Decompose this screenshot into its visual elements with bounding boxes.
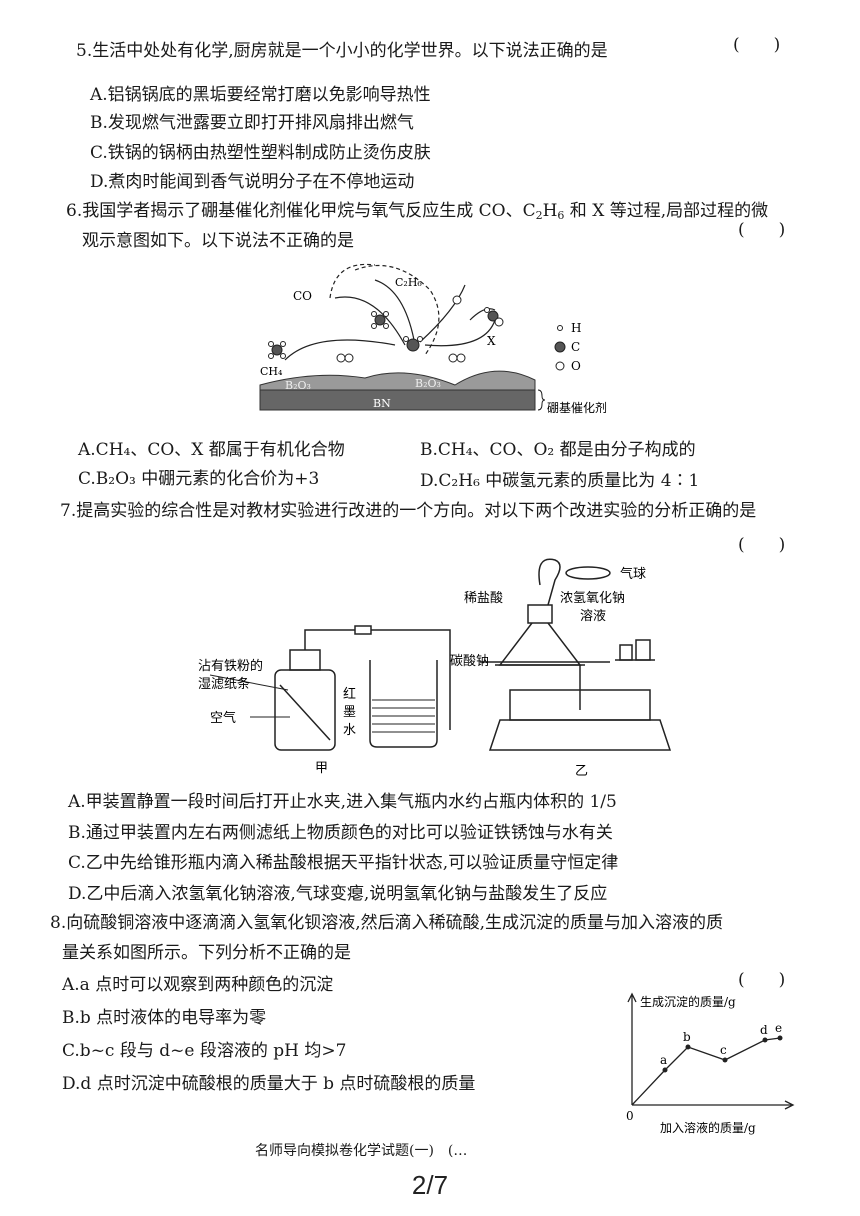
paper-label: 沾有铁粉的 bbox=[198, 658, 263, 674]
q6-option-a: A.CH₄、CO、X 都属于有机化合物 bbox=[78, 440, 345, 460]
point-e-label: e bbox=[775, 1021, 782, 1035]
q7-bracket: ( ) bbox=[738, 535, 786, 555]
q8-stem: 8.向硫酸铜溶液中逐滴滴入氢氧化钡溶液,然后滴入稀硫酸,生成沉淀的质量与加入溶液… bbox=[50, 913, 724, 933]
point-b bbox=[685, 1044, 691, 1050]
q7-apparatus-figure: 沾有铁粉的 湿滤纸条 空气 红 墨 水 甲 气球 稀盐酸 浓氢氧化钠 溶液 碳酸… bbox=[198, 558, 672, 779]
q5-option-a: A.铝锅锅底的黑垢要经常打磨以免影响导热性 bbox=[90, 85, 431, 105]
point-d bbox=[762, 1037, 768, 1043]
jia-label: 甲 bbox=[315, 761, 328, 776]
q6-option-c: C.B₂O₃ 中硼元素的化合价为+3 bbox=[78, 469, 320, 489]
c2h6-label: C₂H₆ bbox=[395, 276, 422, 289]
point-a-label: a bbox=[660, 1053, 667, 1067]
catalyst-brace bbox=[537, 389, 546, 411]
na2co3-label: 碳酸钠 bbox=[450, 654, 489, 669]
ink-label-2: 墨 bbox=[343, 705, 356, 720]
q6-stem-b: H bbox=[542, 201, 558, 221]
q8-option-b: B.b 点时液体的电导率为零 bbox=[62, 1008, 267, 1028]
point-e bbox=[777, 1035, 783, 1041]
q5-option-b: B.发现燃气泄露要立即打开排风扇排出燃气 bbox=[90, 113, 414, 133]
q6-catalysis-figure: B₂O₃ B₂O₃ BN 硼基催化剂 CO C₂H₆ CH₄ X H C O bbox=[259, 263, 607, 415]
q7-stem: 7.提高实验的综合性是对教材实验进行改进的一个方向。对以下两个改进实验的分析正确… bbox=[60, 501, 757, 521]
q8-bracket: ( ) bbox=[738, 970, 786, 990]
x-label: X bbox=[487, 334, 496, 348]
balloon-label: 气球 bbox=[620, 566, 646, 582]
q8-option-a: A.a 点时可以观察到两种颜色的沉淀 bbox=[62, 975, 334, 995]
q6-option-b: B.CH₄、CO、O₂ 都是由分子构成的 bbox=[420, 440, 696, 460]
bn-layer bbox=[259, 389, 536, 411]
legend-h: H bbox=[571, 321, 581, 335]
graph-origin: 0 bbox=[626, 1109, 634, 1123]
q7-option-b: B.通过甲装置内左右两侧滤纸上物质颜色的对比可以验证铁锈蚀与水有关 bbox=[68, 823, 613, 843]
q8-graph-line bbox=[631, 1037, 781, 1106]
b2o3-right-label: B₂O₃ bbox=[415, 377, 441, 390]
point-c-label: c bbox=[720, 1043, 727, 1057]
q6-sub6: 6 bbox=[557, 209, 565, 222]
q8-stem-line2: 量关系如图所示。下列分析不正确的是 bbox=[62, 943, 351, 963]
ink-label-1: 红 bbox=[343, 686, 356, 702]
point-b-label: b bbox=[683, 1030, 691, 1044]
graph-ylabel: 生成沉淀的质量/g bbox=[640, 994, 736, 1009]
q8-graph-points bbox=[662, 1035, 783, 1073]
q5-option-c: C.铁锅的锅柄由热塑性塑料制成防止烫伤皮肤 bbox=[90, 143, 431, 163]
legend-c: C bbox=[571, 340, 580, 354]
co-label: CO bbox=[293, 289, 312, 303]
yi-label: 乙 bbox=[575, 764, 588, 779]
naoh-label-2: 溶液 bbox=[580, 609, 606, 624]
air-label: 空气 bbox=[210, 710, 236, 726]
point-c bbox=[722, 1057, 728, 1063]
point-d-label: d bbox=[760, 1023, 768, 1037]
q6-stem-c: 和 X 等过程,局部过程的微 bbox=[564, 201, 769, 221]
q5-stem: 5.生活中处处有化学,厨房就是一个小小的化学世界。以下说法正确的是 bbox=[76, 41, 608, 61]
paper-label-2: 湿滤纸条 bbox=[198, 676, 250, 692]
ch4-label: CH₄ bbox=[260, 365, 283, 378]
ink-label-3: 水 bbox=[343, 723, 356, 738]
q6-bracket: ( ) bbox=[738, 220, 786, 240]
footer-text: 名师导向模拟卷化学试题(一) (… bbox=[255, 1143, 468, 1159]
bn-label: BN bbox=[373, 397, 391, 410]
q8-option-c: C.b~c 段与 d~e 段溶液的 pH 均>7 bbox=[62, 1041, 347, 1061]
q6-stem: 6.我国学者揭示了硼基催化剂催化甲烷与氧气反应生成 CO、C2H6 和 X 等过… bbox=[66, 196, 768, 222]
hcl-label: 稀盐酸 bbox=[464, 591, 503, 606]
q6-option-d: D.C₂H₆ 中碳氢元素的质量比为 4∶1 bbox=[420, 471, 700, 491]
q5-option-d: D.煮肉时能闻到香气说明分子在不停地运动 bbox=[90, 172, 415, 192]
page-number: 2/7 bbox=[411, 1170, 449, 1200]
q7-option-c: C.乙中先给锥形瓶内滴入稀盐酸根据天平指针状态,可以验证质量守恒定律 bbox=[68, 853, 619, 873]
b2o3-left-label: B₂O₃ bbox=[285, 379, 311, 392]
q5-bracket: ( ) bbox=[733, 35, 781, 55]
q7-option-d: D.乙中后滴入浓氢氧化钠溶液,气球变瘪,说明氢氧化钠与盐酸发生了反应 bbox=[68, 884, 608, 904]
q6-stem-a: 6.我国学者揭示了硼基催化剂催化甲烷与氧气反应生成 CO、C bbox=[66, 201, 536, 221]
point-a bbox=[662, 1067, 668, 1073]
q6-sub2: 2 bbox=[535, 209, 543, 222]
q8-option-d: D.d 点时沉淀中硫酸根的质量大于 b 点时硫酸根的质量 bbox=[62, 1074, 476, 1094]
legend-o: O bbox=[571, 359, 581, 373]
q7-option-a: A.甲装置静置一段时间后打开止水夹,进入集气瓶内水约占瓶内体积的 1/5 bbox=[68, 792, 617, 812]
graph-xlabel: 加入溶液的质量/g bbox=[660, 1120, 756, 1135]
q8-graph: a b c d e 生成沉淀的质量/g 加入溶液的质量/g 0 bbox=[626, 992, 795, 1135]
naoh-label-1: 浓氢氧化钠 bbox=[560, 591, 625, 606]
catalyst-label: 硼基催化剂 bbox=[547, 400, 607, 415]
q6-stem-line2: 观示意图如下。以下说法不正确的是 bbox=[82, 231, 354, 251]
